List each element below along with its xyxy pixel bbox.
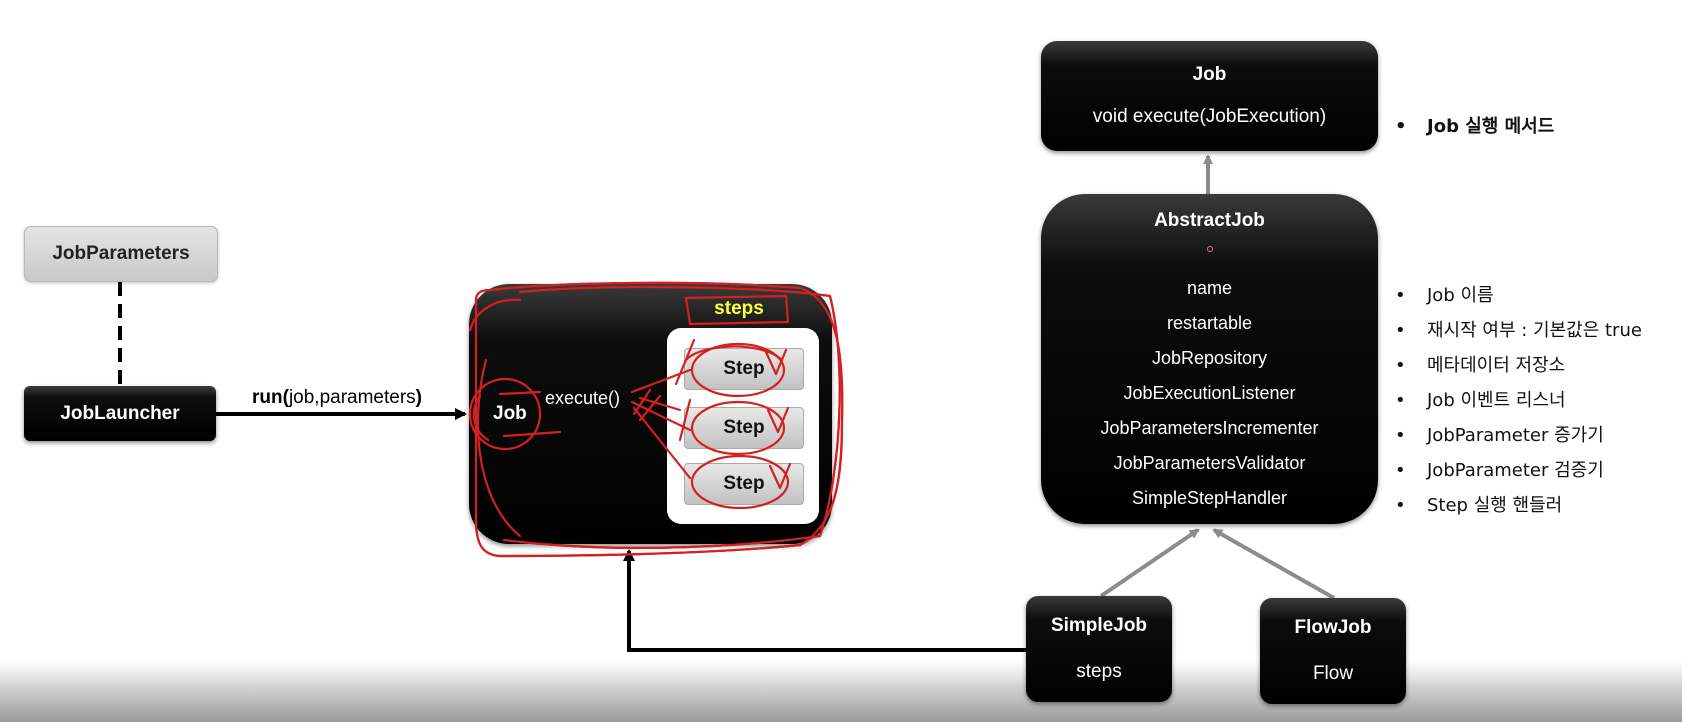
job-execute-method: void execute(JobExecution)	[1092, 106, 1327, 127]
bullet-name: •Job 이름	[1395, 285, 1494, 306]
abstractjob-field-listener: JobExecutionListener	[1123, 383, 1296, 403]
flowjob-box: FlowJob Flow	[1260, 598, 1406, 704]
job-interface-box: Job void execute(JobExecution)	[1041, 41, 1378, 151]
abstractjob-field-incrementer: JobParametersIncrementer	[1100, 418, 1319, 438]
steps-label: steps	[714, 298, 764, 319]
run-call-label: run(job,parameters)	[252, 387, 422, 408]
abstractjob-field-stephandler: SimpleStepHandler	[1131, 488, 1288, 508]
simplejob-sub: steps	[1076, 661, 1122, 682]
abstractjob-field-restartable: restartable	[1166, 313, 1253, 333]
simplejob-to-job-arrow	[623, 549, 1026, 652]
step-box-1: Step	[684, 348, 804, 390]
abstractjob-box: AbstractJob name restartable JobReposito…	[1041, 194, 1378, 524]
inherit-arrow-flowjob	[1212, 528, 1335, 600]
bullet-restartable: •재시작 여부 : 기본값은 true	[1395, 320, 1642, 341]
job-bullet: •Job 실행 메서드	[1395, 116, 1555, 137]
step-box-2: Step	[684, 407, 804, 449]
job-interface-title: Job	[1192, 64, 1227, 85]
flowjob-title: FlowJob	[1294, 617, 1372, 638]
simplejob-title: SimpleJob	[1050, 615, 1148, 636]
job-node-label: Job	[493, 403, 527, 424]
bullet-validator: •JobParameter 검증기	[1395, 460, 1604, 481]
jobparameters-box: JobParameters	[24, 226, 218, 282]
bullet-repository: •메타데이터 저장소	[1395, 355, 1566, 376]
inherit-arrow-simplejob	[1099, 528, 1200, 598]
joblauncher-label: JobLauncher	[60, 402, 180, 424]
abstractjob-field-jobrepository: JobRepository	[1151, 348, 1268, 368]
pink-dot	[1206, 246, 1213, 252]
flowjob-sub: Flow	[1312, 663, 1354, 684]
bullet-stephandler: •Step 실행 핸들러	[1395, 495, 1563, 516]
abstractjob-field-name: name	[1186, 278, 1233, 298]
abstractjob-title: AbstractJob	[1154, 210, 1265, 231]
jobparameters-label: JobParameters	[52, 243, 190, 264]
step-box-3: Step	[684, 463, 804, 505]
simplejob-box: SimpleJob steps	[1026, 596, 1172, 702]
abstractjob-field-validator: JobParametersValidator	[1113, 453, 1306, 473]
bullet-listener: •Job 이벤트 리스너	[1395, 390, 1566, 411]
bullet-incrementer: •JobParameter 증가기	[1395, 425, 1604, 446]
execute-call-label: execute()	[545, 388, 621, 408]
joblauncher-box: JobLauncher	[24, 386, 216, 441]
